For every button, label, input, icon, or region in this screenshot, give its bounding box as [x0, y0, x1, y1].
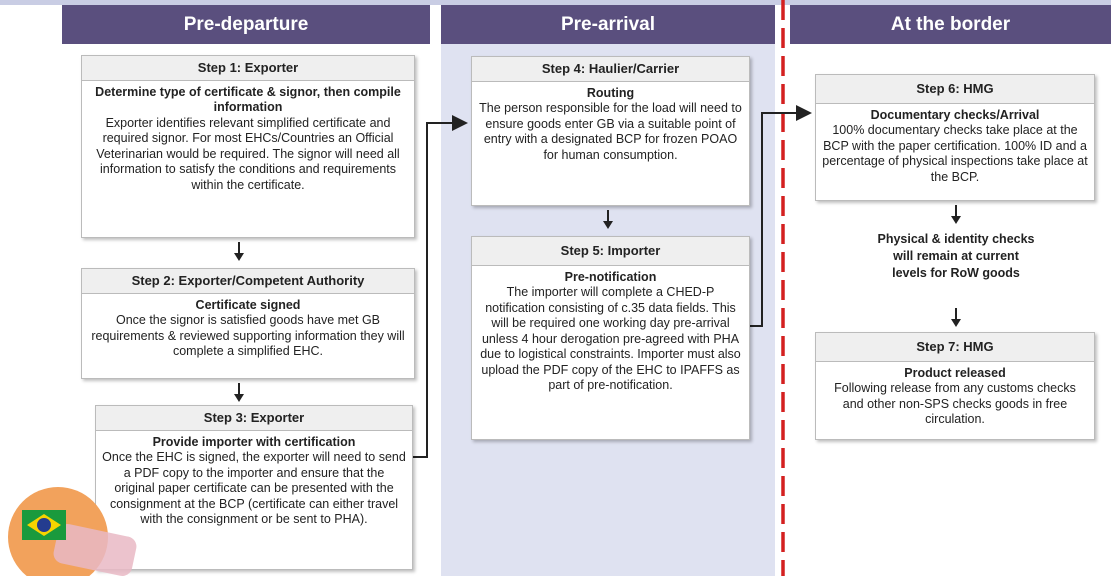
- step-2-subtitle: Certificate signed: [195, 297, 301, 312]
- step-7-subtitle: Product released: [904, 365, 1006, 380]
- column-header-pre-arrival: Pre-arrival: [441, 5, 775, 44]
- flag-globe: [37, 518, 51, 532]
- step-6-text: 100% documentary checks take place at th…: [822, 123, 1088, 184]
- top-band: [0, 0, 1111, 5]
- step-1-text: Exporter identifies relevant simplified …: [96, 115, 400, 192]
- step-6-title: Step 6: HMG: [816, 75, 1094, 104]
- step-4-box: Step 4: Haulier/Carrier Routing The pers…: [471, 56, 750, 206]
- arrow-down-note-to-step7: [951, 308, 961, 328]
- step-1-subtitle: Determine type of certificate & signor, …: [95, 84, 401, 115]
- step-2-box: Step 2: Exporter/Competent Authority Cer…: [81, 268, 415, 379]
- step-4-text: The person responsible for the load will…: [479, 101, 742, 162]
- step-7-box: Step 7: HMG Product released Following r…: [815, 332, 1095, 440]
- step-5-subtitle: Pre-notification: [564, 269, 657, 284]
- step-2-text: Once the signor is satisfied goods have …: [91, 313, 405, 358]
- arrow-down-step4-to-step5: [603, 210, 613, 230]
- arrow-down-step2-to-step3: [234, 383, 244, 403]
- border-divider-line: [781, 0, 785, 576]
- step-7-text: Following release from any customs check…: [834, 381, 1076, 426]
- step-5-title: Step 5: Importer: [472, 237, 749, 266]
- step-4-title: Step 4: Haulier/Carrier: [472, 57, 749, 82]
- step-6-subtitle: Documentary checks/Arrival: [870, 107, 1040, 122]
- step-3-box: Step 3: Exporter Provide importer with c…: [95, 405, 413, 570]
- step-6-box: Step 6: HMG Documentary checks/Arrival 1…: [815, 74, 1095, 201]
- step-5-text: The importer will complete a CHED-P noti…: [480, 285, 741, 392]
- step-3-title: Step 3: Exporter: [96, 406, 412, 431]
- step-1-title: Step 1: Exporter: [82, 56, 414, 81]
- checks-note: Physical & identity checks will remain a…: [877, 232, 1035, 280]
- step-3-subtitle: Provide importer with certification: [152, 434, 356, 449]
- step-4-subtitle: Routing: [586, 85, 635, 100]
- step-2-title: Step 2: Exporter/Competent Authority: [82, 269, 414, 294]
- column-header-pre-departure: Pre-departure: [62, 5, 430, 44]
- brazil-flag-icon: [22, 510, 66, 540]
- step-7-title: Step 7: HMG: [816, 333, 1094, 362]
- step-5-box: Step 5: Importer Pre-notification The im…: [471, 236, 750, 440]
- arrow-down-step1-to-step2: [234, 242, 244, 262]
- column-header-at-the-border: At the border: [790, 5, 1111, 44]
- step-1-box: Step 1: Exporter Determine type of certi…: [81, 55, 415, 238]
- arrow-down-step6-to-note: [951, 205, 961, 225]
- step-3-text: Once the EHC is signed, the exporter wil…: [102, 450, 406, 526]
